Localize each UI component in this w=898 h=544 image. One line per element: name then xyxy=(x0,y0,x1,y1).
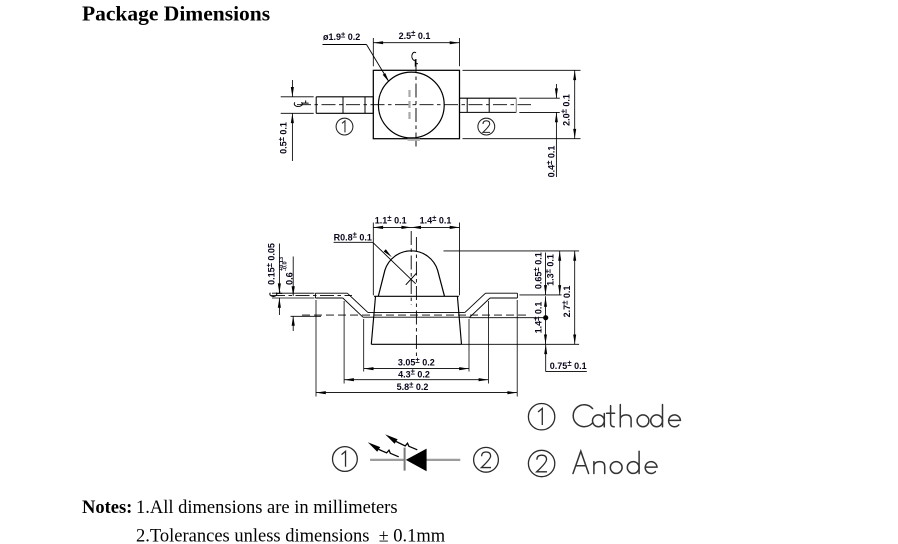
svg-text:R0.8± 0.1: R0.8± 0.1 xyxy=(334,231,372,243)
svg-text:0.4± 0.1: 0.4± 0.1 xyxy=(545,146,557,178)
svg-text:3.05± 0.2: 3.05± 0.2 xyxy=(398,356,435,368)
svg-text:-0.0: -0.0 xyxy=(282,261,288,271)
svg-text:Notes:1.All dimensions are in: Notes:1.All dimensions are in millimeter… xyxy=(82,498,398,518)
svg-text:1.4± 0.1: 1.4± 0.1 xyxy=(420,214,452,226)
svg-text:1.4± 0.1: 1.4± 0.1 xyxy=(532,302,544,334)
svg-text:4.3± 0.2: 4.3± 0.2 xyxy=(398,368,430,380)
svg-text:0.5± 0.1: 0.5± 0.1 xyxy=(277,122,289,154)
svg-text:0.65± 0.1: 0.65± 0.1 xyxy=(532,252,544,289)
svg-text:Package Dimensions: Package Dimensions xyxy=(82,2,270,26)
svg-text:ø1.9± 0.2: ø1.9± 0.2 xyxy=(323,30,360,42)
svg-text:5.8± 0.2: 5.8± 0.2 xyxy=(397,381,429,393)
svg-text:2.5± 0.1: 2.5± 0.1 xyxy=(399,29,431,41)
svg-text:2.Tolerances unless dimensions: 2.Tolerances unless dimensions ± 0.1mm xyxy=(136,526,446,544)
svg-text:1.3± 0.1: 1.3± 0.1 xyxy=(544,254,556,286)
svg-text:0.6: 0.6 xyxy=(285,272,295,285)
svg-text:1.1± 0.1: 1.1± 0.1 xyxy=(375,214,407,226)
svg-text:0.15± 0.05: 0.15± 0.05 xyxy=(265,243,277,285)
svg-text:2.0± 0.1: 2.0± 0.1 xyxy=(560,94,572,126)
svg-text:2.7± 0.1: 2.7± 0.1 xyxy=(560,286,572,318)
svg-text:0.75± 0.1: 0.75± 0.1 xyxy=(550,359,587,371)
svg-text:+0.13: +0.13 xyxy=(279,257,285,271)
